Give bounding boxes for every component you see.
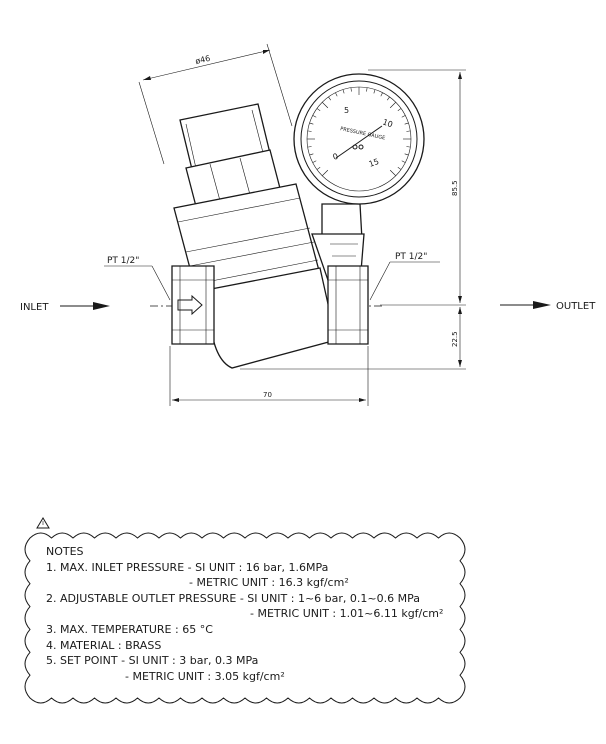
- outlet-label: OUTLET: [556, 301, 596, 312]
- outlet-arrow: [500, 301, 551, 309]
- width-dimension: 70: [169, 346, 369, 406]
- gauge-tick: [335, 92, 338, 97]
- note-1-metric: - METRIC UNIT : 16.3 kgf/cm²: [189, 576, 349, 590]
- gauge-ticks: [307, 87, 411, 176]
- gauge-scale-0: 0: [332, 152, 340, 162]
- pt-left-callout: PT 1/2": [104, 256, 171, 301]
- gauge-tick: [307, 146, 312, 148]
- gauge-tick: [404, 122, 409, 125]
- pt-right-callout: PT 1/2": [369, 252, 440, 301]
- gauge-scale-5: 5: [344, 106, 349, 115]
- gauge-tick: [397, 166, 402, 170]
- inlet-fitting: [171, 265, 215, 345]
- inlet-arrow: [60, 302, 110, 310]
- gauge-tick: [406, 130, 411, 132]
- diameter-label: ø46: [194, 54, 211, 66]
- gauge-tick: [322, 102, 329, 109]
- gauge-tick: [322, 169, 329, 176]
- gauge-tick: [342, 89, 345, 94]
- gauge-tick: [350, 87, 352, 92]
- gauge-tick: [307, 130, 312, 132]
- height-dimensions: 85.5 22.5: [240, 69, 466, 370]
- gauge-tick: [406, 146, 411, 148]
- gauge-scale-15: 15: [368, 157, 381, 169]
- gauge-tick: [380, 92, 383, 97]
- outlet-fitting: [327, 265, 369, 345]
- gauge-tick: [312, 160, 317, 163]
- inlet-label: INLET: [20, 302, 49, 313]
- gauge-tick: [386, 96, 390, 101]
- note-1: 1. MAX. INLET PRESSURE - SI UNIT : 16 ba…: [46, 560, 329, 574]
- gauge-tick: [401, 160, 406, 163]
- gauge-tick: [328, 96, 332, 101]
- gauge-tick: [389, 102, 396, 109]
- gauge-tick: [373, 89, 376, 94]
- gauge-tick: [316, 108, 321, 112]
- pt-left-label: PT 1/2": [107, 256, 139, 266]
- note-4: 4. MATERIAL : BRASS: [46, 638, 162, 652]
- diameter-dimension: ø46: [138, 43, 293, 165]
- gauge-tick: [309, 122, 314, 125]
- notes-cloud-border: [24, 532, 466, 704]
- pt-right-label: PT 1/2": [395, 252, 427, 262]
- note-5-metric: - METRIC UNIT : 3.05 kgf/cm²: [125, 669, 285, 683]
- note-2-metric: - METRIC UNIT : 1.01~6.11 kgf/cm²: [250, 607, 444, 621]
- notes-block: NOTES 1. MAX. INLET PRESSURE - SI UNIT :…: [46, 544, 456, 684]
- gauge-tick: [404, 153, 409, 156]
- note-2: 2. ADJUSTABLE OUTLET PRESSURE - SI UNIT …: [46, 591, 420, 605]
- gauge-tick: [401, 115, 406, 118]
- notes-heading: NOTES: [46, 545, 84, 558]
- upper-height-label: 85.5: [451, 180, 459, 196]
- lower-height-label: 22.5: [451, 331, 459, 347]
- gauge-tick: [397, 108, 402, 112]
- warning-triangle-icon: [36, 517, 50, 529]
- width-label: 70: [263, 391, 272, 399]
- gauge-tick: [389, 169, 396, 176]
- gauge-tick: [312, 115, 317, 118]
- gauge-tick: [366, 87, 368, 92]
- note-5: 5. SET POINT - SI UNIT : 3 bar, 0.3 MPa: [46, 654, 259, 668]
- gauge-tick: [316, 166, 321, 170]
- pressure-gauge: 0 5 10 15 PRESSURE GAUGE: [293, 73, 425, 205]
- gauge-scale-10: 10: [381, 117, 394, 129]
- note-3: 3. MAX. TEMPERATURE : 65 °C: [46, 622, 213, 636]
- gauge-tick: [309, 153, 314, 156]
